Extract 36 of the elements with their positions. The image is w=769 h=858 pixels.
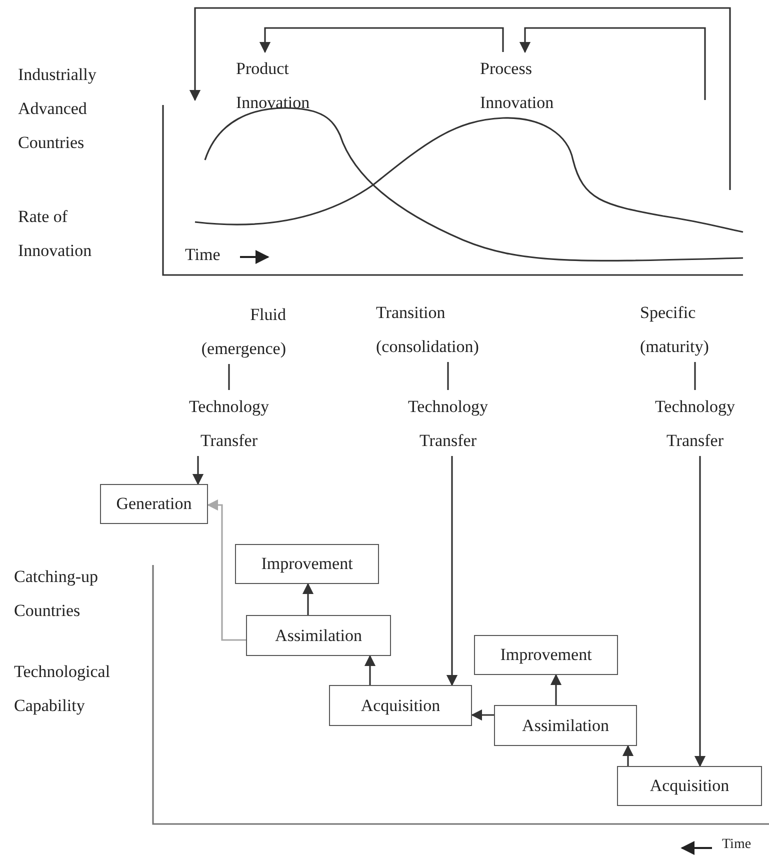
process-box: Improvement [235,544,379,584]
side-label: Catching-up Countries [14,566,100,622]
arrow [470,709,494,721]
arrow [694,456,706,768]
arrow [519,27,706,100]
text-label: Technology Transfer [168,390,290,456]
arrow [192,456,204,486]
arrow [259,27,504,54]
arrow [550,674,562,705]
process-box: Generation [100,484,208,524]
text-label: Technology Transfer [634,390,756,456]
process-box: Assimilation [494,705,637,746]
text-label: Transition (consolidation) [376,296,528,362]
process-box: Assimilation [246,615,391,656]
text-label: Process Innovation [480,52,592,114]
axis-label: Time [722,836,752,854]
arrow [302,582,314,615]
text-label: Product Innovation [236,52,348,114]
text-label: Technology Transfer [386,390,510,456]
text-label: Fluid (emergence) [180,298,286,364]
arrow [622,744,634,766]
process-box: Acquisition [329,685,472,726]
side-label: Industrially Advanced Countries [18,64,98,154]
tick-line [694,362,696,390]
arrow [446,456,458,686]
text-label: Specific (maturity) [640,296,752,362]
arrow [364,654,376,685]
tick-line [228,364,230,390]
arrow [189,7,731,190]
tick-line [447,362,449,390]
axis-label: Time [185,244,222,266]
side-label: Technological Capability [14,661,112,717]
process-box: Improvement [474,635,618,675]
arrow [206,499,246,641]
side-label: Rate of Innovation [18,206,93,262]
process-box: Acquisition [617,766,762,806]
